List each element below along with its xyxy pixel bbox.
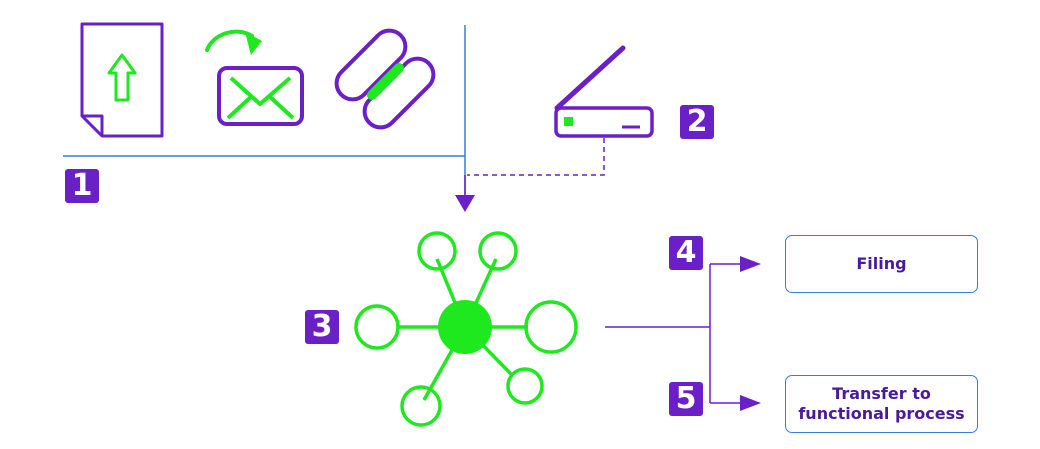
step-badge-5: 5: [669, 382, 703, 416]
scanner-icon: [554, 45, 654, 138]
scanner-connector: [467, 138, 605, 176]
step-badge-4: 4: [669, 236, 703, 270]
filing-arrow-head: [740, 256, 761, 272]
step-badge-1: 1: [65, 169, 99, 203]
output-connectors: [605, 263, 742, 404]
transfer-box: Transfer to functional process: [785, 375, 978, 433]
step-badge-2: 2: [680, 105, 714, 139]
filing-label: Filing: [856, 254, 907, 273]
transfer-label-line1: Transfer to: [832, 384, 931, 403]
step-badge-3: 3: [305, 310, 339, 344]
document-upload-icon: [80, 22, 164, 138]
transfer-arrow-head: [740, 395, 761, 411]
filing-box: Filing: [785, 235, 978, 293]
input-arrow-head: [455, 195, 475, 212]
transfer-label-line2: functional process: [798, 404, 965, 423]
email-forward-icon: [205, 29, 304, 126]
link-chain-icon: [334, 28, 436, 130]
network-hub-icon: [354, 231, 578, 427]
